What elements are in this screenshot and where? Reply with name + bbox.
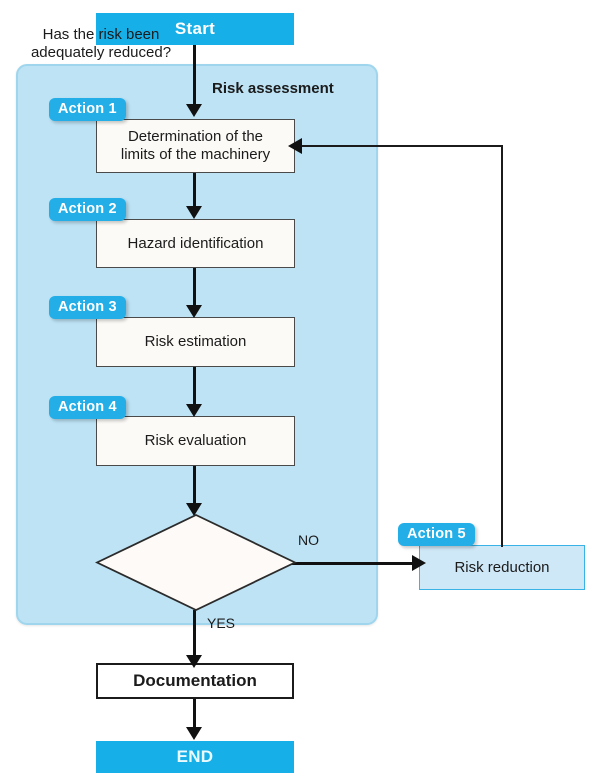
decision-diamond-shape (95, 514, 297, 611)
connector-hazard-to-estimation (193, 268, 196, 308)
arrowhead-estimation-to-evaluation (186, 404, 202, 417)
connector-determination-to-hazard (193, 173, 196, 209)
process-hazard-identification[interactable]: Hazard identification (96, 219, 295, 268)
process-risk-reduction[interactable]: Risk reduction (419, 545, 585, 590)
arrowhead-decision-yes (186, 655, 202, 668)
process-estimation-label: Risk estimation (144, 333, 247, 351)
process-reduction-label: Risk reduction (454, 558, 550, 576)
badge-action-2: Action 2 (49, 198, 126, 221)
process-determination-label: Determination of the limits of the machi… (120, 128, 271, 163)
connector-decision-no-to-reduction (289, 562, 418, 565)
decision-label: Has the risk been adequately reduced? (30, 26, 172, 62)
feedback-loop-horizontal (300, 145, 503, 147)
arrowhead-evaluation-to-decision (186, 503, 202, 516)
connector-estimation-to-evaluation (193, 367, 196, 407)
start-label: Start (174, 19, 216, 38)
process-risk-evaluation[interactable]: Risk evaluation (96, 416, 295, 466)
arrowhead-hazard-to-estimation (186, 305, 202, 318)
feedback-loop-vertical (501, 145, 503, 547)
connector-start-to-determination (193, 45, 196, 107)
end-terminal[interactable]: END (96, 741, 294, 773)
badge-action-5: Action 5 (398, 523, 475, 546)
arrowhead-feedback-loop (288, 138, 302, 154)
panel-title: Risk assessment (212, 80, 334, 97)
arrowhead-determination-to-hazard (186, 206, 202, 219)
arrowhead-documentation-to-end (186, 727, 202, 740)
badge-action-3: Action 3 (49, 296, 126, 319)
edge-label-yes: YES (207, 615, 236, 631)
process-determination-of-limits[interactable]: Determination of the limits of the machi… (96, 119, 295, 173)
process-evaluation-label: Risk evaluation (144, 432, 247, 450)
process-hazard-label: Hazard identification (127, 234, 264, 252)
end-label: END (176, 747, 214, 766)
badge-action-4: Action 4 (49, 396, 126, 419)
process-documentation[interactable]: Documentation (96, 663, 294, 699)
connector-evaluation-to-decision (193, 466, 196, 510)
connector-documentation-to-end (193, 699, 196, 730)
process-documentation-label: Documentation (133, 670, 257, 690)
connector-decision-yes-to-documentation (193, 610, 196, 658)
arrowhead-start-to-determination (186, 104, 202, 117)
decision-has-risk-been-reduced[interactable] (95, 513, 297, 612)
start-terminal[interactable]: Start (96, 13, 294, 45)
edge-label-no: NO (298, 532, 319, 548)
arrowhead-decision-no (412, 555, 426, 571)
process-risk-estimation[interactable]: Risk estimation (96, 317, 295, 367)
badge-action-1: Action 1 (49, 98, 126, 121)
